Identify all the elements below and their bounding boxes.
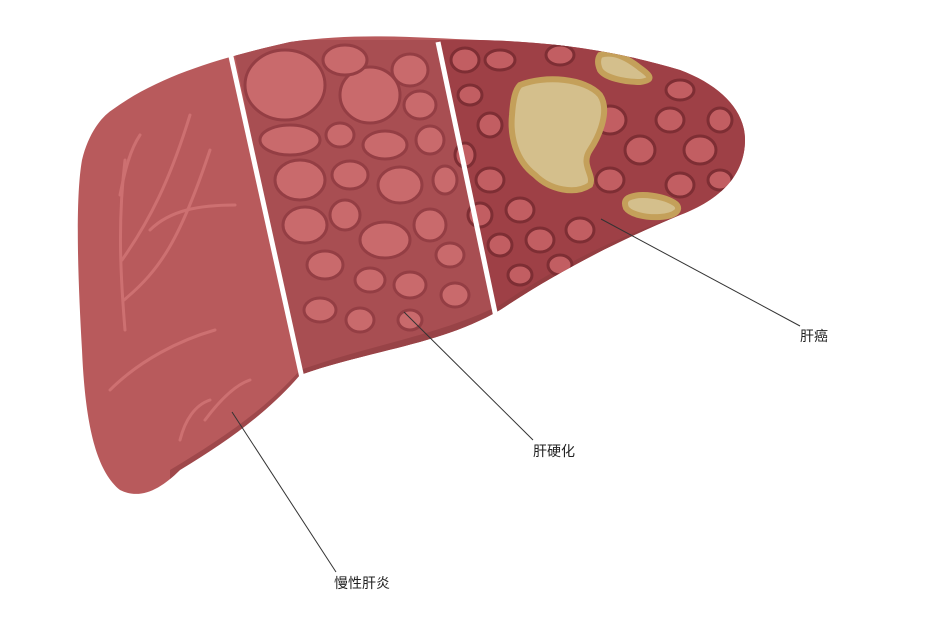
divider-cirrhosis-cancer xyxy=(435,41,500,323)
divider-hepatitis-cirrhosis xyxy=(227,51,305,379)
tumor-large xyxy=(508,76,608,194)
cancer-nodules xyxy=(449,43,734,287)
leader-lines xyxy=(231,218,801,573)
tumor-small-top xyxy=(595,50,653,86)
label-liver-cancer: 肝癌 xyxy=(800,329,828,345)
label-chronic-hepatitis: 慢性肝炎 xyxy=(334,576,390,592)
liver xyxy=(77,36,746,494)
leader-cancer xyxy=(600,218,801,327)
hepatitis-veins xyxy=(108,113,252,442)
label-cirrhosis: 肝硬化 xyxy=(533,444,575,460)
cirrhosis-nodules xyxy=(243,43,471,334)
leader-cirrhosis xyxy=(403,311,534,441)
tumor-small-bottom xyxy=(621,192,682,221)
leader-hepatitis xyxy=(231,411,337,573)
section-dividers xyxy=(227,41,500,379)
tumors xyxy=(508,50,682,221)
